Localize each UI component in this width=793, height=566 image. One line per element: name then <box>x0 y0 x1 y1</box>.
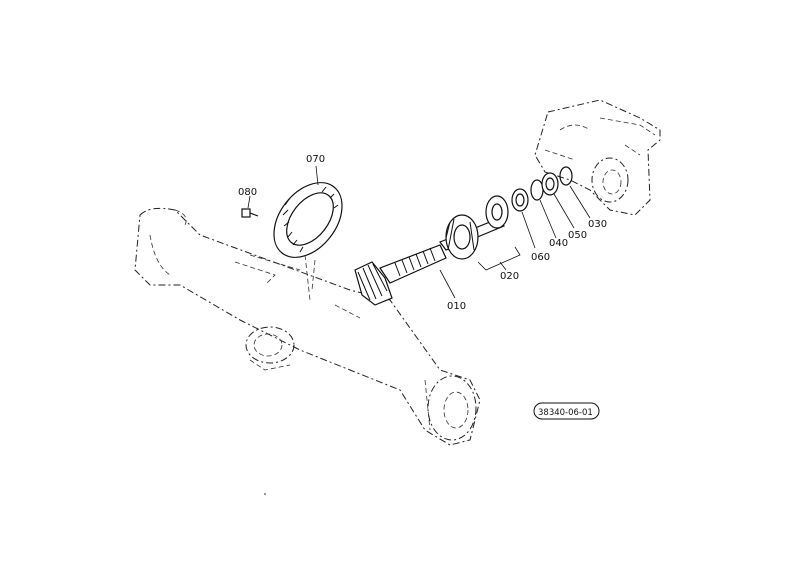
callout-080: 080 <box>238 187 257 198</box>
reference-code-badge: 38340-06-01 <box>533 402 600 420</box>
callout-050: 050 <box>568 230 587 241</box>
spacer-060 <box>511 188 529 212</box>
differential-case-outline <box>534 99 661 216</box>
bearing-020 <box>445 195 521 271</box>
callout-leaders <box>247 165 591 299</box>
callout-040: 040 <box>549 238 568 249</box>
axle-housing-outline <box>134 207 481 446</box>
callout-020: 020 <box>500 271 519 282</box>
stray-dot <box>264 493 266 495</box>
pinion-shaft <box>354 217 505 306</box>
nut-050 <box>541 172 559 196</box>
bolt <box>241 208 259 218</box>
shaft-hardware <box>511 166 573 212</box>
callout-030: 030 <box>588 219 607 230</box>
callout-010: 010 <box>447 301 466 312</box>
ring-gear <box>273 182 343 291</box>
collar-040 <box>530 179 544 201</box>
washer-030 <box>559 166 573 186</box>
callout-070: 070 <box>306 154 325 165</box>
reference-code: 38340-06-01 <box>538 408 593 418</box>
callout-060: 060 <box>531 252 550 263</box>
